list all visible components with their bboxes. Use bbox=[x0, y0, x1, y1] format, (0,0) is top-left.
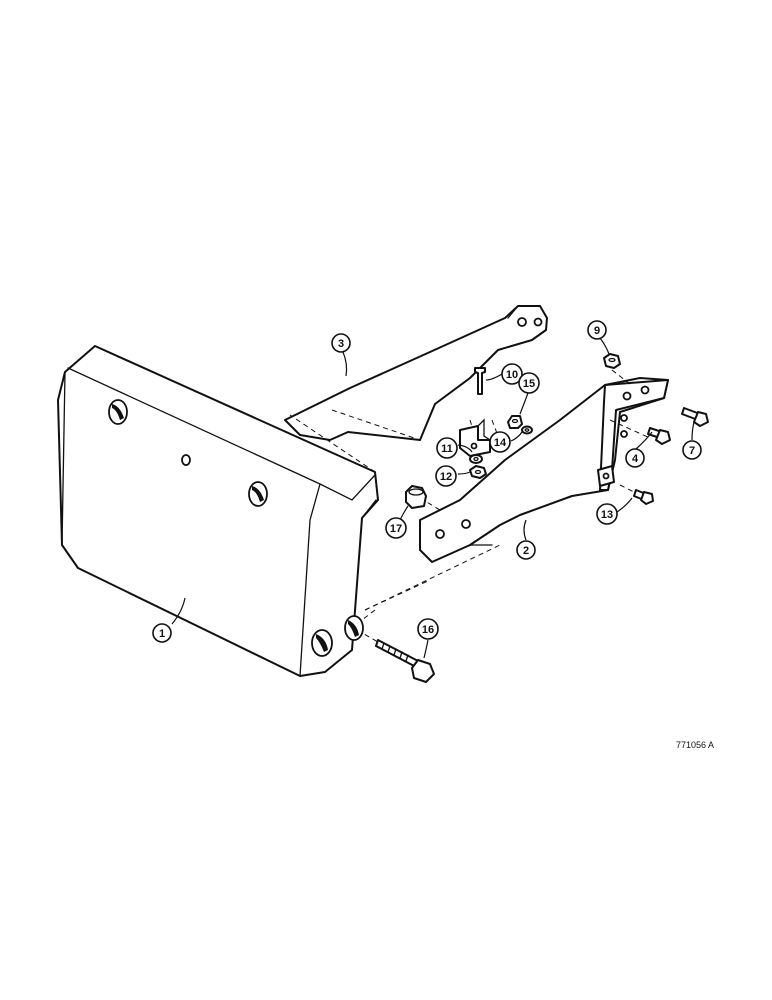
svg-text:12: 12 bbox=[440, 471, 452, 483]
bolt-13 bbox=[633, 489, 654, 505]
callout-11: 11 bbox=[436, 437, 458, 459]
callout-4: 4 bbox=[625, 448, 645, 468]
callout-14: 14 bbox=[489, 431, 511, 453]
side-bracket-3 bbox=[284, 305, 548, 441]
callout-16: 16 bbox=[417, 618, 439, 640]
bolt-4 bbox=[647, 427, 671, 445]
nut-11 bbox=[469, 454, 483, 464]
callout-9: 9 bbox=[587, 320, 607, 340]
bolt-16 bbox=[375, 639, 435, 683]
callout-15: 15 bbox=[518, 372, 540, 394]
svg-text:2: 2 bbox=[523, 545, 529, 557]
svg-text:11: 11 bbox=[441, 443, 453, 455]
svg-text:1: 1 bbox=[159, 628, 165, 640]
svg-text:17: 17 bbox=[390, 523, 402, 535]
side-bracket-2 bbox=[419, 377, 669, 563]
nut-17 bbox=[405, 485, 427, 509]
bolt-7 bbox=[681, 407, 709, 427]
nut-12 bbox=[469, 465, 487, 479]
svg-text:4: 4 bbox=[632, 453, 639, 465]
washer-14 bbox=[521, 425, 533, 435]
callout-2: 2 bbox=[516, 540, 536, 560]
svg-text:16: 16 bbox=[422, 624, 434, 636]
callout-3: 3 bbox=[331, 333, 351, 353]
nut-9 bbox=[603, 353, 621, 369]
leader-lines bbox=[171, 337, 695, 659]
svg-text:14: 14 bbox=[494, 437, 507, 449]
svg-text:3: 3 bbox=[338, 338, 344, 350]
svg-text:9: 9 bbox=[594, 325, 600, 337]
callout-13: 13 bbox=[596, 503, 618, 525]
svg-text:15: 15 bbox=[523, 378, 535, 390]
nut-15 bbox=[507, 415, 523, 429]
callout-7: 7 bbox=[682, 440, 702, 460]
callout-10: 10 bbox=[501, 363, 523, 385]
reference-number: 771056 A bbox=[676, 740, 714, 750]
svg-text:10: 10 bbox=[506, 369, 518, 381]
callout-1: 1 bbox=[152, 623, 172, 643]
callout-17: 17 bbox=[385, 517, 407, 539]
svg-text:13: 13 bbox=[601, 509, 613, 521]
svg-text:7: 7 bbox=[689, 445, 695, 457]
counterweight-1 bbox=[57, 345, 379, 677]
callout-12: 12 bbox=[435, 465, 457, 487]
